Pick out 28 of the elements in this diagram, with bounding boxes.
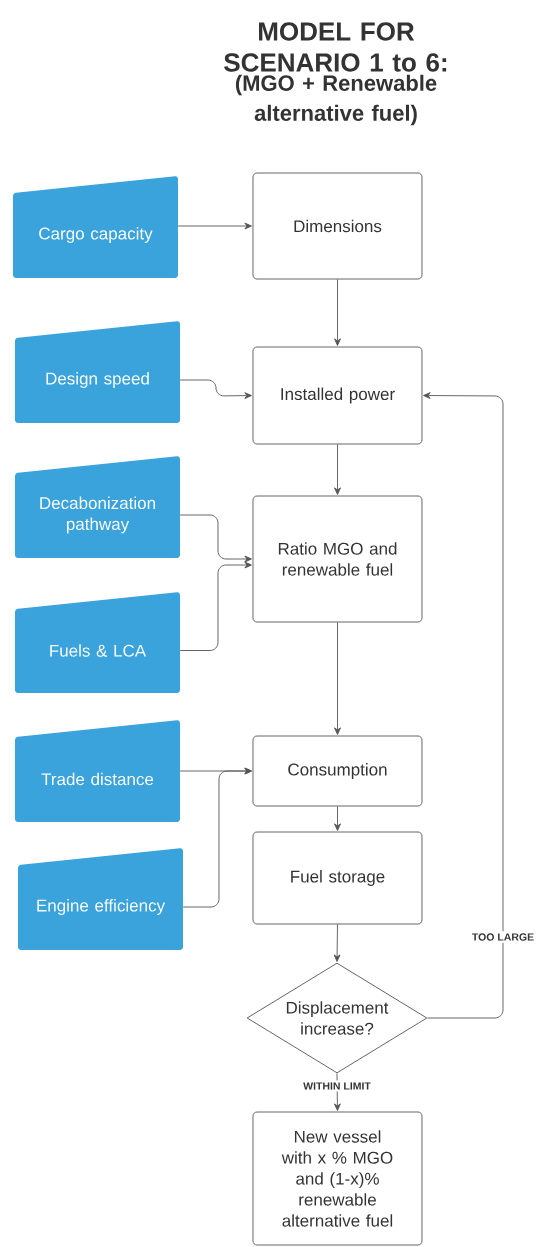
input-box: Engine efficiency bbox=[18, 848, 183, 950]
edge-label: TOO LARGE bbox=[469, 931, 537, 943]
arrow bbox=[333, 924, 341, 962]
input-box: Cargo capacity bbox=[13, 176, 178, 278]
arrow bbox=[182, 767, 252, 908]
process-box: Installed power bbox=[252, 346, 423, 445]
arrow bbox=[177, 222, 252, 230]
arrow bbox=[334, 806, 341, 831]
title: MODEL FOR SCENARIO 1 to 6: bbox=[224, 22, 447, 72]
process-box: Dimensions bbox=[252, 172, 423, 280]
input-box: Trade distance bbox=[15, 720, 180, 822]
input-box: Design speed bbox=[15, 321, 180, 423]
input-box: Decabonization pathway bbox=[15, 456, 180, 558]
process-box: Ratio MGO and renewable fuel bbox=[252, 495, 423, 623]
arrow bbox=[334, 622, 341, 735]
arrow bbox=[334, 444, 341, 495]
edge-label: WITHIN LIMIT bbox=[301, 1080, 373, 1092]
process-box: Fuel storage bbox=[252, 831, 423, 925]
arrow bbox=[334, 1073, 341, 1111]
arrow bbox=[179, 514, 252, 563]
arrow bbox=[179, 561, 252, 651]
process-box: New vessel with x % MGO and (1-x)% renewable alternative fuel bbox=[252, 1111, 423, 1246]
arrow bbox=[334, 279, 341, 346]
arrow bbox=[423, 392, 504, 1019]
arrow bbox=[179, 379, 252, 399]
subtitle: (MGO + Renewable alternative fuel) bbox=[235, 74, 437, 126]
input-box: Fuels & LCA bbox=[15, 592, 180, 693]
process-box: Consumption bbox=[252, 735, 423, 807]
